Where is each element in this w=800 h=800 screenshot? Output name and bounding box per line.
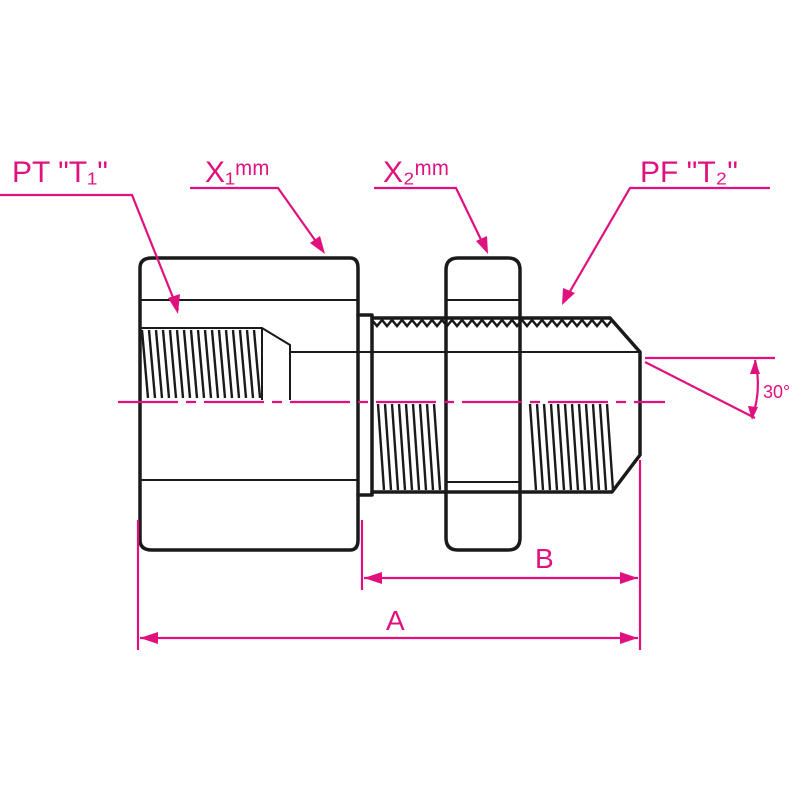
leaders xyxy=(0,186,770,314)
female-hex-body xyxy=(138,256,360,552)
male-thread-line xyxy=(556,403,566,491)
angle-label: 30° xyxy=(763,382,790,402)
angle-arrow-bottom xyxy=(748,406,758,420)
dim-a-arrow-left xyxy=(140,632,158,644)
angle-arrow-top xyxy=(750,360,760,374)
male-thread-line xyxy=(591,403,601,491)
labels: PT "T₁" X₁ᵐᵐ X₂ᵐᵐ PF "T₂" B A 30° xyxy=(12,156,790,636)
male-thread-top xyxy=(371,318,613,328)
male-thread-line xyxy=(383,403,393,491)
pt-leader xyxy=(0,193,180,311)
female-thread-line xyxy=(189,329,199,399)
female-thread-line xyxy=(161,329,171,399)
female-thread-line xyxy=(231,329,241,399)
male-thread-line xyxy=(390,403,400,491)
male-thread-line xyxy=(432,403,442,491)
pf-leader xyxy=(564,186,770,301)
x2-arrowhead xyxy=(476,236,488,254)
x2-label: X₂ᵐᵐ xyxy=(383,156,449,189)
pf-label: PF "T₂" xyxy=(640,156,738,189)
pf-arrowhead xyxy=(562,288,575,305)
male-thread-line xyxy=(535,403,545,491)
male-thread-line xyxy=(376,403,386,491)
male-thread-section xyxy=(376,403,615,491)
female-thread-line xyxy=(154,329,164,399)
dimensions xyxy=(136,356,775,650)
dim-b-arrow-left xyxy=(364,572,382,584)
dim-a-label: A xyxy=(386,605,405,636)
male-thread-line xyxy=(605,403,615,491)
male-thread-crest xyxy=(371,318,613,328)
female-thread-line xyxy=(210,329,220,399)
male-thread-line xyxy=(397,403,407,491)
female-thread-line xyxy=(140,329,150,399)
dim-b-arrow-right xyxy=(620,572,638,584)
pt-label: PT "T₁" xyxy=(12,156,108,189)
x1-leader xyxy=(190,186,323,251)
female-thread-line xyxy=(196,329,206,399)
male-thread-line xyxy=(584,403,594,491)
pt-arrowhead xyxy=(168,294,180,314)
male-thread-line xyxy=(577,403,587,491)
male-thread-line xyxy=(563,403,573,491)
male-thread-line xyxy=(598,403,608,491)
angle-taper-line xyxy=(644,361,756,419)
male-thread-line xyxy=(418,403,428,491)
fitting-body xyxy=(138,256,642,552)
male-thread-line xyxy=(542,403,552,491)
female-thread-line xyxy=(238,329,248,399)
female-thread-line xyxy=(182,329,192,399)
male-thread-line xyxy=(570,403,580,491)
male-thread-line xyxy=(549,403,559,491)
female-thread-line xyxy=(252,329,262,399)
female-thread-line xyxy=(224,329,234,399)
female-thread-line xyxy=(168,329,178,399)
male-thread-line xyxy=(404,403,414,491)
x1-label: X₁ᵐᵐ xyxy=(205,156,270,189)
female-thread-line xyxy=(245,329,255,399)
female-thread-line xyxy=(217,329,227,399)
x1-arrowhead xyxy=(310,236,325,254)
male-thread-line xyxy=(528,403,538,491)
female-bore xyxy=(140,327,291,400)
female-thread-line xyxy=(203,329,213,399)
dim-b-label: B xyxy=(535,543,554,574)
male-thread-line xyxy=(425,403,435,491)
female-thread-line xyxy=(175,329,185,399)
female-thread-line xyxy=(147,329,157,399)
female-thread xyxy=(140,329,262,399)
male-thread-line xyxy=(411,403,421,491)
dim-a-arrow-right xyxy=(620,632,638,644)
x2-leader xyxy=(374,186,487,251)
male-thread-body xyxy=(370,316,642,494)
stem xyxy=(356,313,374,497)
middle-hex-nut xyxy=(444,256,522,552)
